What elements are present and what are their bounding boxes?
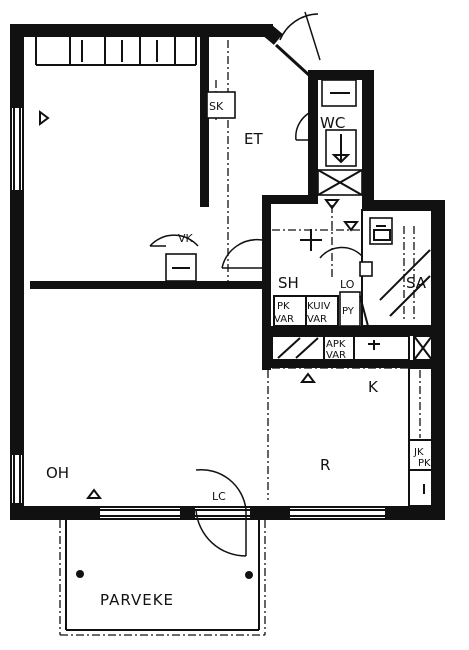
- windows-left: [12, 108, 22, 503]
- cabinet-label-closet-2: PK: [277, 301, 290, 312]
- room-label-entrance: ET: [244, 130, 263, 148]
- markers: [39, 110, 102, 499]
- bathroom-fixtures: [221, 199, 363, 280]
- room-label-closet: VK: [178, 232, 194, 245]
- balcony: [59, 468, 266, 636]
- cabinet-label-fridge-storage: VAR: [326, 350, 346, 361]
- cabinet-label-fridge: APK: [326, 339, 346, 350]
- room-label-wc: WC: [320, 114, 345, 132]
- utility-cabinets: [273, 291, 369, 327]
- wc-fixtures: [295, 79, 363, 196]
- cabinet-label-closet-3: VAR: [274, 314, 294, 325]
- wardrobe-row: [35, 37, 197, 66]
- room-label-kitchen: K: [368, 378, 379, 396]
- room-label-living: OH: [46, 464, 69, 482]
- cabinet-label-cold: JK: [413, 447, 424, 458]
- cabinet-label-freezer: PK: [418, 458, 431, 469]
- cabinet-label-drying: KUIV: [307, 301, 331, 312]
- room-label-balcony: PARVEKE: [100, 591, 174, 609]
- room-label-sauna: SA: [406, 274, 427, 292]
- kitchen-counters: [271, 335, 433, 507]
- windows-bottom: [100, 508, 385, 518]
- entrance-door: [263, 11, 321, 78]
- room-label-room: R: [320, 456, 330, 474]
- cabinet-label-drying-2: VAR: [307, 314, 327, 325]
- room-label-bathroom: SH: [278, 274, 299, 292]
- room-label-glazed: LC: [212, 490, 226, 503]
- room-label-wardrobe: SK: [209, 100, 224, 113]
- cabinet-label-laundry: LO: [340, 278, 355, 291]
- sauna-fixtures: [359, 209, 433, 327]
- cabinet-label-washing: PY: [342, 306, 355, 317]
- small-closets: [149, 91, 236, 282]
